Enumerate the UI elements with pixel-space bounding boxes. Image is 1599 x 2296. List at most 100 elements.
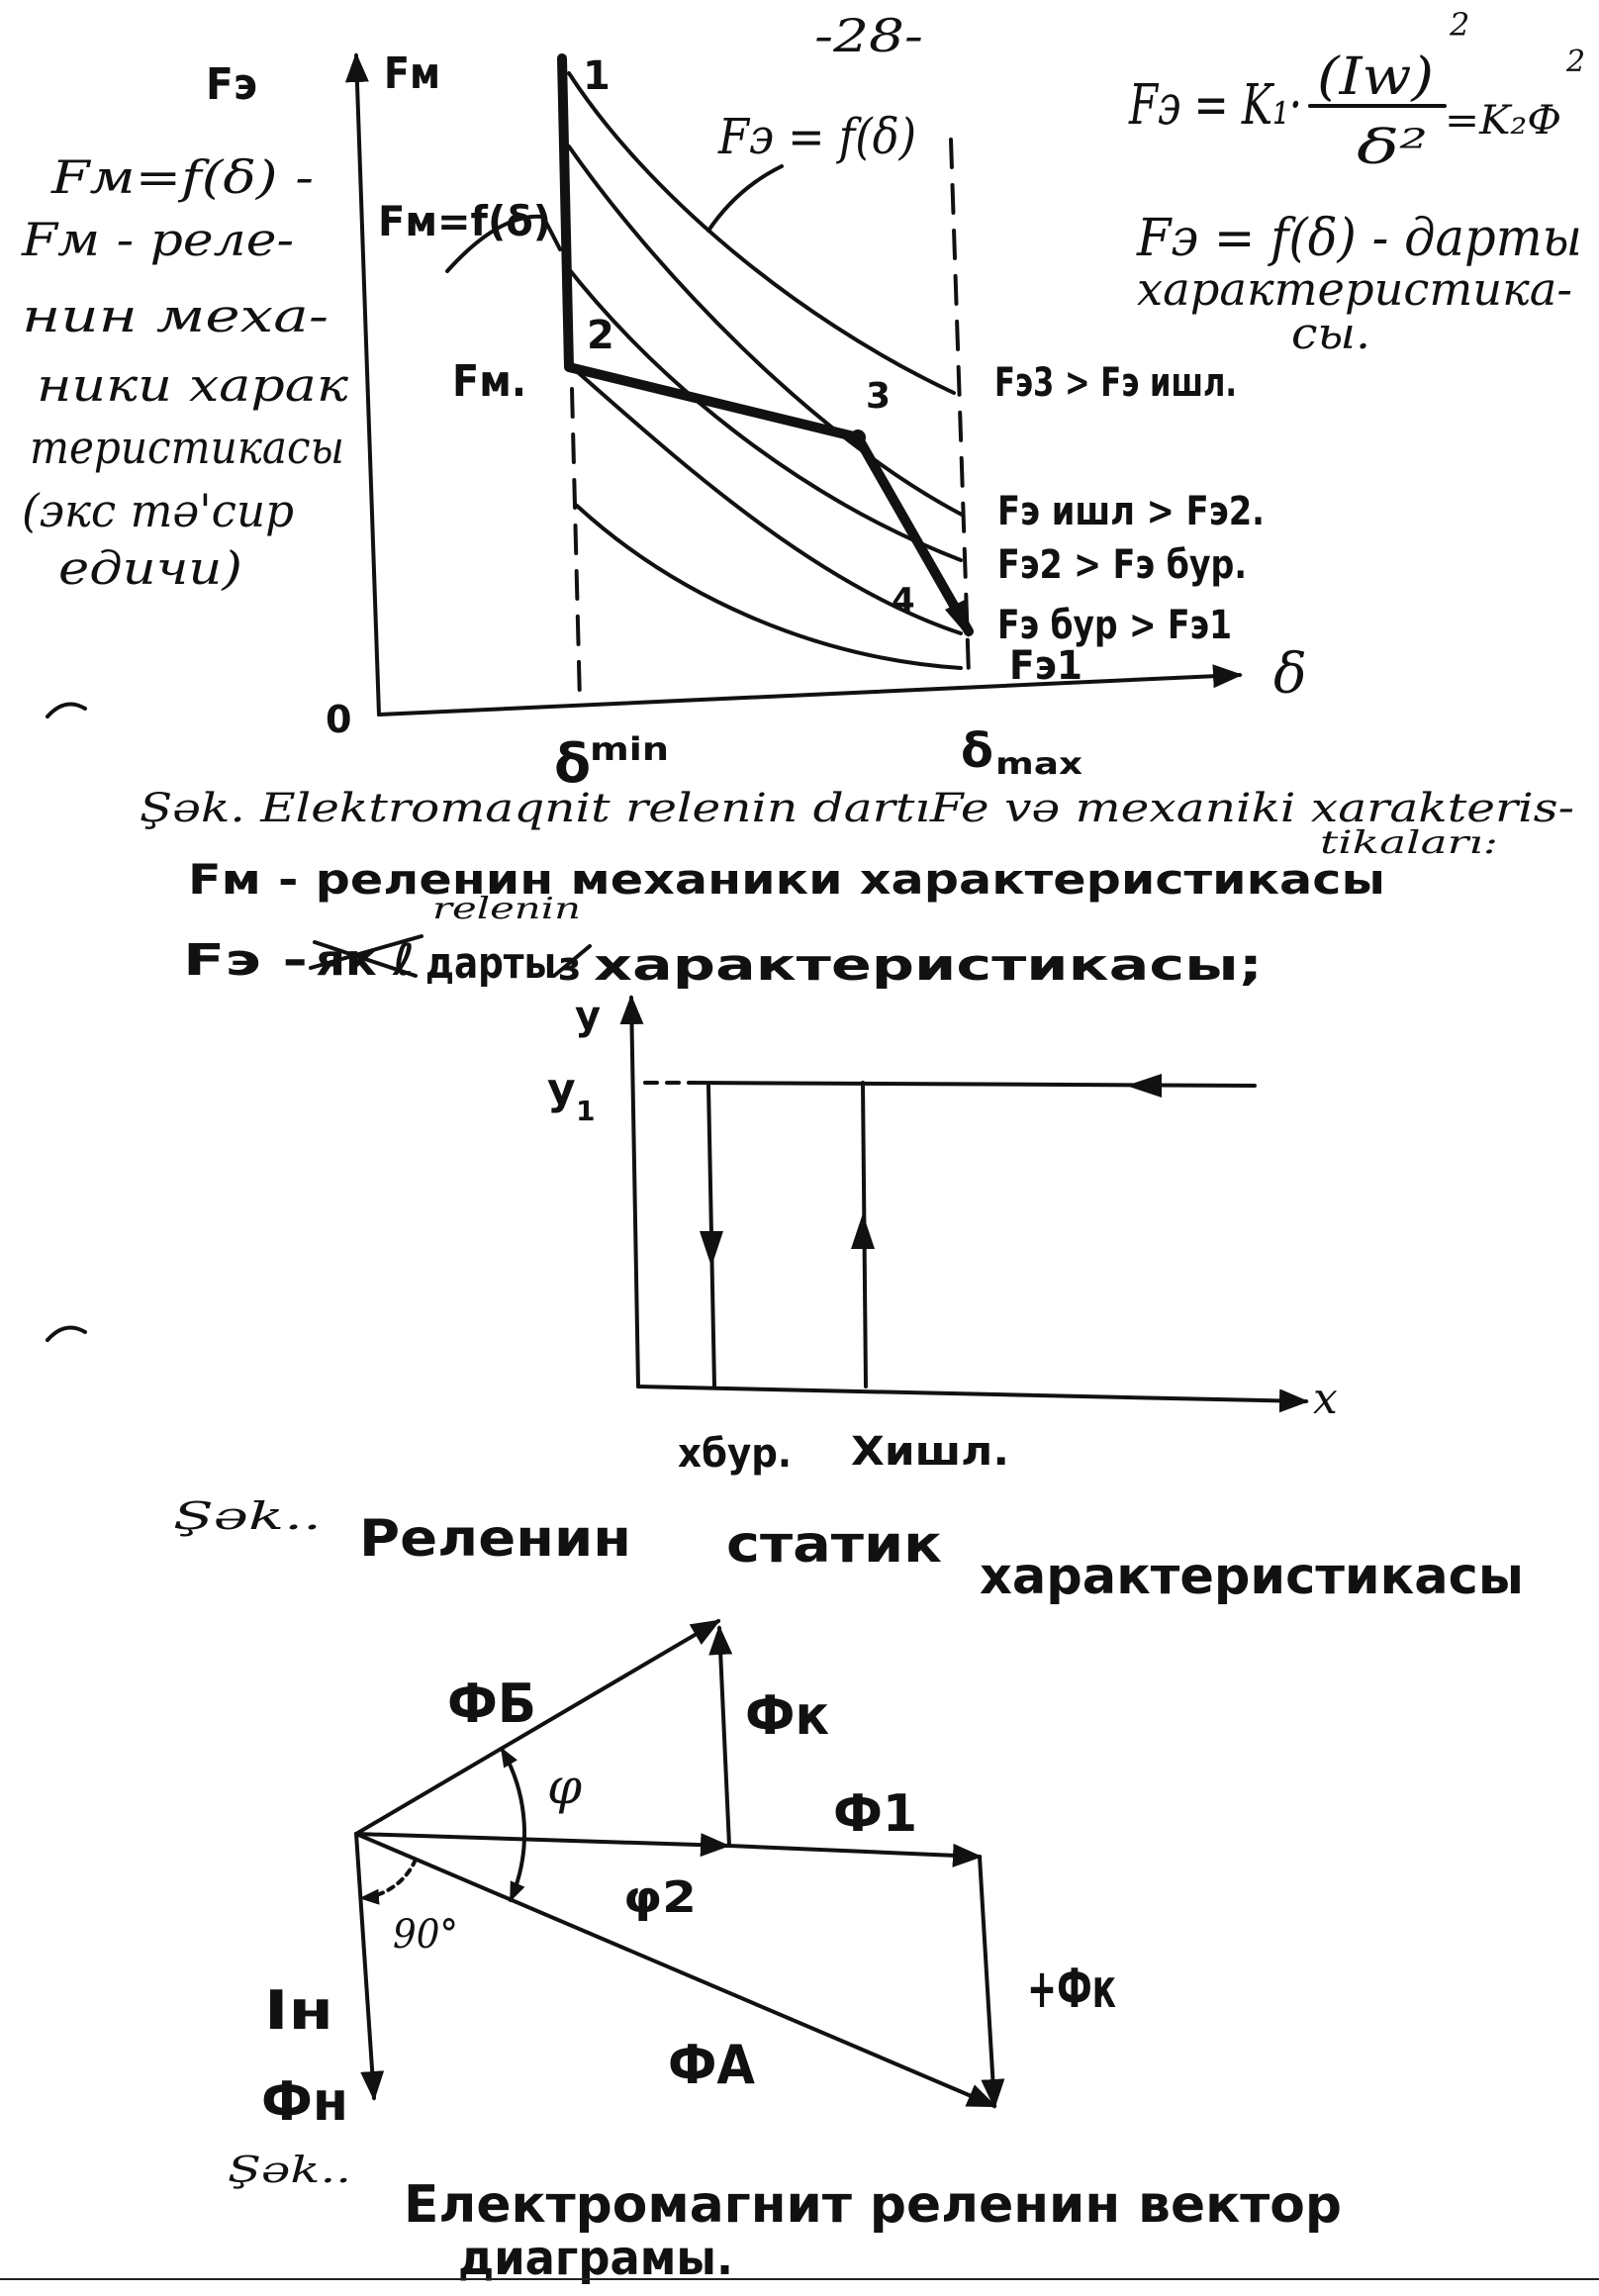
figure-vector-diagram: ФБ Фк φ Ф1 φ2 90° Iн +Фк ФА Фн	[261, 1619, 1116, 2133]
label-phi-b: ФБ	[447, 1673, 536, 1735]
y-axis-label: y	[575, 994, 601, 1039]
formula-rhs: =K₂Ф	[1445, 98, 1561, 144]
label-angle-phi: φ	[547, 1758, 582, 1815]
margin-note-line: Fм - реле-	[21, 213, 294, 266]
left-arrow-icon	[1126, 1074, 1162, 1098]
label-phi-n: Фн	[261, 2070, 348, 2133]
traction-curve-fe2	[563, 262, 963, 562]
caption-traction-characteristics: Şək. Elektromaqnit relenin dartıFe və me…	[140, 786, 1574, 991]
label-phi-a: ФА	[668, 2034, 755, 2096]
figure-traction-characteristics: Fэ Fм 1 Fэ = f(δ) Fм=f(δ) 2 Fм. 3 4 Fэ3 …	[206, 48, 1307, 795]
y-axis	[619, 995, 644, 1388]
up-arrow-icon	[851, 1213, 875, 1249]
caption-vector-diagram: Şək.. Електромагнит реленин вектор диагр…	[228, 2151, 1342, 2286]
mechanical-characteristic-polyline	[557, 53, 974, 636]
caption-static-characteristic: Şək.. Реленин статик характеристикасы	[173, 1494, 1524, 1606]
x-axis-label-delta: δ	[1273, 642, 1307, 707]
curve-label: Fэ1	[1009, 643, 1082, 689]
formula-denominator: δ²	[1357, 120, 1428, 175]
scan-mark	[46, 1325, 87, 1342]
curve-label: Fэ бур > Fэ1	[997, 603, 1232, 648]
margin-note-line: едичи)	[58, 541, 242, 595]
delta-max-symbol: δ	[961, 723, 993, 779]
point-label-1: 1	[583, 53, 611, 99]
formula-numerator: (Iw)	[1317, 48, 1434, 107]
y-axis-label-fm: Fм	[384, 48, 440, 99]
fe-definition-rest: характеристикасы;	[594, 940, 1263, 991]
force-formula: Fэ = K₁· (Iw) 2 δ² =K₂Ф 2 Fэ = f(δ) - да…	[1128, 6, 1585, 359]
y1-subscript: 1	[576, 1095, 595, 1127]
label-right-angle: 90°	[393, 1912, 458, 1958]
formula-note-line: характеристика-	[1137, 262, 1572, 316]
traction-curve-fe-release	[570, 365, 963, 635]
point-label-2: 2	[587, 313, 614, 358]
curve-label: Fэ2 > Fэ бур.	[997, 542, 1247, 588]
x-release-label: xбур.	[678, 1431, 792, 1477]
x-axis	[636, 1385, 1309, 1413]
margin-note: Fм=f(δ) - Fм - реле- нин меха- ники хара…	[21, 150, 349, 595]
x-operate-label: Xишл.	[851, 1429, 1009, 1475]
fm-definition: Fм - реленин механики характеристикасы	[188, 855, 1385, 904]
delta-min-symbol: δ	[554, 732, 591, 795]
fe-curve-label: Fэ = f(δ)	[717, 108, 916, 165]
fe-definition-word: дарты	[425, 938, 556, 989]
delta-min-dashed-line	[570, 387, 582, 704]
fm-level-label: Fм.	[452, 356, 526, 407]
label-plus-phi-k: +Фк	[1027, 1958, 1116, 2020]
traction-curve-fe-operate	[567, 144, 964, 517]
fm-curve-label: Fм=f(δ)	[378, 197, 551, 245]
formula-rhs-power: 2	[1565, 45, 1585, 79]
strike-mark	[313, 940, 418, 978]
margin-note-line: Fм=f(δ) -	[50, 150, 314, 204]
fe-struck-letter: з	[558, 944, 581, 990]
angle-phi-arc	[500, 1747, 526, 1902]
delta-max-subscript: max	[995, 747, 1082, 782]
caption-word: Реленин	[359, 1509, 631, 1569]
caption-line: tikaları:	[1320, 823, 1498, 861]
vector-phi-n	[354, 1832, 385, 2101]
inserted-word: relenin	[432, 892, 581, 926]
curve-label: Fэ ишл > Fэ2.	[997, 489, 1265, 534]
y-axis-label-fe: Fэ	[206, 59, 257, 110]
formula-note-line: сы.	[1291, 309, 1370, 359]
vector-phi-2	[354, 1832, 730, 1858]
label-i-n: Iн	[264, 1979, 333, 2042]
fe-definition-prefix: Fэ -	[183, 935, 308, 986]
label-phi-2: φ2	[623, 1872, 697, 1923]
fm-curve-leader	[445, 214, 562, 273]
vector-phi-b	[354, 1619, 721, 1836]
formula-numerator-power: 2	[1449, 6, 1469, 44]
caption-prefix: Şək..	[173, 1494, 322, 1538]
caption-line: Şək. Elektromaqnit relenin dartıFe və me…	[140, 786, 1574, 831]
caption-prefix: Şək..	[228, 2151, 351, 2191]
down-arrow-icon	[700, 1231, 723, 1267]
label-phi-1: Ф1	[833, 1784, 917, 1844]
point-label-3: 3	[866, 376, 891, 417]
caption-line: Електромагнит реленин вектор	[404, 2175, 1342, 2235]
margin-note-line: теристикасы	[30, 421, 344, 474]
curve-label: Fэ3 > Fэ ишл.	[994, 360, 1237, 406]
origin-label: 0	[326, 698, 351, 741]
x-axis	[377, 664, 1243, 717]
vector-phi-k	[708, 1625, 733, 1848]
margin-note-line: (экс тә'сир	[22, 484, 294, 537]
strike-mark	[552, 944, 592, 978]
y1-symbol: y	[547, 1064, 576, 1114]
x-axis-label: x	[1313, 1374, 1338, 1424]
formula-note-line: Fэ = f(δ) - дарты	[1136, 209, 1582, 268]
caption-word: статик	[726, 1515, 942, 1575]
vector-phi-1	[727, 1843, 983, 1867]
vector-plus-phi-k	[978, 1855, 1005, 2109]
traction-curve-fe3	[567, 71, 956, 395]
margin-note-line: нин меха-	[22, 289, 329, 342]
margin-note-line: ники харак	[37, 358, 349, 412]
point-4-arrowhead	[945, 600, 969, 637]
delta-max-dashed-line	[949, 138, 971, 677]
point-3-dot	[850, 430, 866, 445]
strike-mark	[309, 934, 423, 970]
vector-phi-a	[354, 1832, 997, 2108]
label-phi-k: Фк	[745, 1684, 829, 1747]
traction-curve-fe1	[575, 504, 963, 670]
